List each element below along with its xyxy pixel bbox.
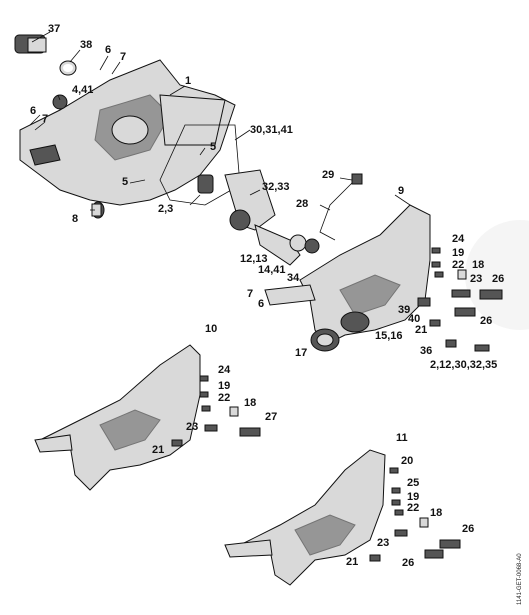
crankshaft [197,169,320,266]
label-7b: 7 [42,113,48,125]
label-24a: 24 [452,233,465,245]
label-30-31-41: 30,31,41 [250,124,293,136]
label-25: 25 [407,477,419,489]
o-ring [59,60,77,76]
label-18a: 18 [472,259,484,271]
crankcase-half-10 [34,344,201,491]
label-5a: 5 [210,141,216,153]
label-22a: 22 [452,259,464,271]
label-19a: 19 [452,247,464,259]
label-17: 17 [295,347,307,359]
crankcase-half-upper [19,59,236,206]
label-24b: 24 [218,364,231,376]
label-21b: 21 [152,444,164,456]
label-23b: 23 [186,421,198,433]
label-6c: 6 [258,298,264,310]
part-number-labels: 37 38 6 7 1 4,41 6 7 30,31,41 5 5 32,33 … [30,23,523,605]
label-4-41: 4,41 [72,84,93,96]
label-26c: 26 [462,523,474,535]
oil-line [319,173,363,241]
label-10: 10 [205,323,217,335]
watermark-seal [465,220,529,330]
label-5b: 5 [122,176,128,188]
label-1: 1 [185,75,191,87]
leader-lines [29,31,411,211]
label-29: 29 [322,169,334,181]
crankcase-half-11 [224,449,386,586]
label-23a: 23 [470,273,482,285]
label-26b: 26 [480,315,492,327]
studs-11 [369,467,461,562]
label-2-12-30-32-35: 2,12,30,32,35 [430,359,497,371]
label-18c: 18 [430,507,442,519]
studs-10 [171,375,261,447]
bushing [91,201,105,219]
label-26a: 26 [492,273,504,285]
label-2-3: 2,3 [158,203,173,215]
label-20: 20 [401,455,413,467]
label-15-16: 15,16 [375,330,403,342]
label-6: 6 [105,44,111,56]
label-22b: 22 [218,392,230,404]
label-23c: 23 [377,537,389,549]
oil-pump-fitting [14,34,47,54]
label-19c: 19 [407,491,419,503]
label-21c: 21 [346,556,358,568]
label-9: 9 [398,185,404,197]
label-14-41: 14,41 [258,264,286,276]
label-11: 11 [396,432,408,444]
label-39: 39 [398,304,410,316]
annular-buffers [310,311,370,352]
studs-9 [417,247,503,352]
label-37: 37 [48,23,60,35]
label-6b: 6 [30,105,36,117]
label-8: 8 [72,213,78,225]
label-26d: 26 [402,557,414,569]
gasket [159,124,241,206]
label-19b: 19 [218,380,230,392]
label-7c: 7 [247,288,253,300]
label-28: 28 [296,198,308,210]
label-34: 34 [287,272,300,284]
label-27: 27 [265,411,277,423]
seal-ring [52,94,68,110]
label-12-13: 12,13 [240,253,268,265]
label-36: 36 [420,345,432,357]
label-40: 40 [408,313,420,325]
label-22c: 22 [407,502,419,514]
label-21a: 21 [415,324,427,336]
label-7: 7 [120,51,126,63]
label-18b: 18 [244,397,256,409]
document-reference: 1141-GET-0068-A0 [517,553,523,605]
label-32-33: 32,33 [262,181,290,193]
label-38: 38 [80,39,92,51]
